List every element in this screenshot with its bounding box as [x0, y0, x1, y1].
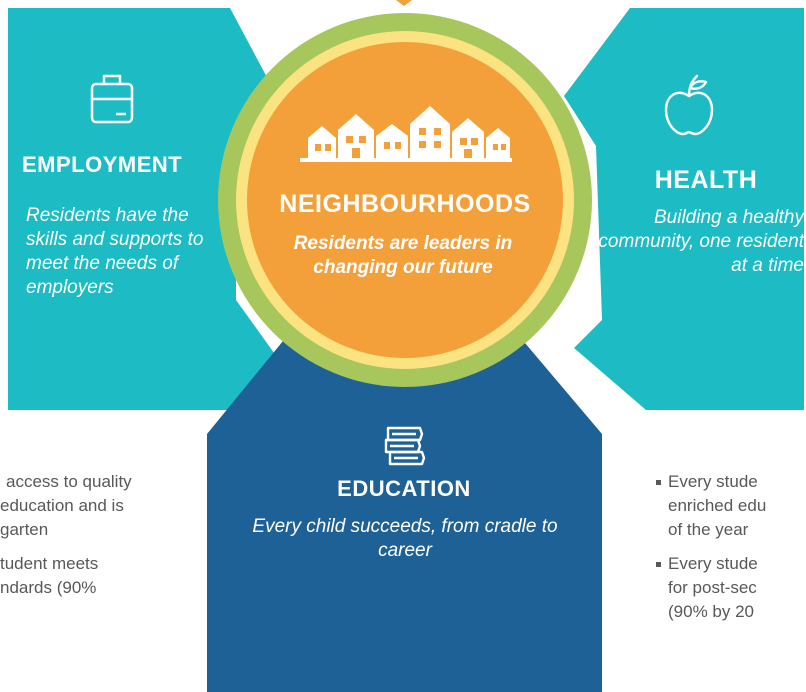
right-note-1-line-1: Every stude	[668, 472, 758, 491]
right-note-1: Every stude enriched edu of the year	[654, 470, 804, 542]
employment-panel	[8, 8, 282, 410]
neighbourhoods-circle	[247, 42, 563, 358]
education-description: Every child succeeds, from cradle to car…	[252, 516, 558, 561]
right-note-2-line-2: for post-sec	[668, 578, 757, 597]
health-description: Building a healthy community, one reside…	[598, 207, 804, 276]
health-panel	[564, 8, 804, 410]
employment-title: EMPLOYMENT	[22, 152, 183, 177]
education-panel	[207, 330, 602, 692]
left-note-1-line-1: access to quality	[6, 472, 132, 491]
houses-icon	[300, 106, 512, 162]
neighbourhoods-description: Residents are leaders in changing our fu…	[293, 233, 513, 278]
left-note-1: access to quality education and is garte…	[0, 470, 200, 542]
left-note-2: tudent meets ndards (90%	[0, 552, 200, 600]
left-note-1-line-2: education and is	[0, 496, 124, 515]
left-note-2-line-1: tudent meets	[0, 554, 99, 573]
books-icon	[384, 426, 426, 466]
left-note-1-line-3: garten	[0, 520, 49, 539]
health-title: HEALTH	[654, 166, 758, 194]
top-arrow-icon	[396, 0, 412, 6]
right-note-2-line-1: Every stude	[668, 554, 758, 573]
left-education-notes: access to quality education and is garte…	[0, 470, 200, 630]
employment-description: Residents have the skills and supports t…	[26, 205, 204, 298]
right-note-1-line-2: enriched edu	[668, 496, 767, 515]
apple-icon	[664, 74, 714, 136]
right-education-notes: Every stude enriched edu of the year Eve…	[654, 470, 804, 621]
right-note-2-line-3: (90% by 20	[668, 602, 754, 621]
education-title: EDUCATION	[337, 476, 471, 501]
left-note-2-line-2: ndards (90%	[0, 578, 97, 597]
right-note-1-line-3: of the year	[668, 520, 749, 539]
briefcase-icon	[90, 74, 134, 124]
right-note-2: Every stude for post-sec (90% by 20	[654, 552, 804, 624]
neighbourhoods-title: NEIGHBOURHOODS	[279, 190, 531, 218]
